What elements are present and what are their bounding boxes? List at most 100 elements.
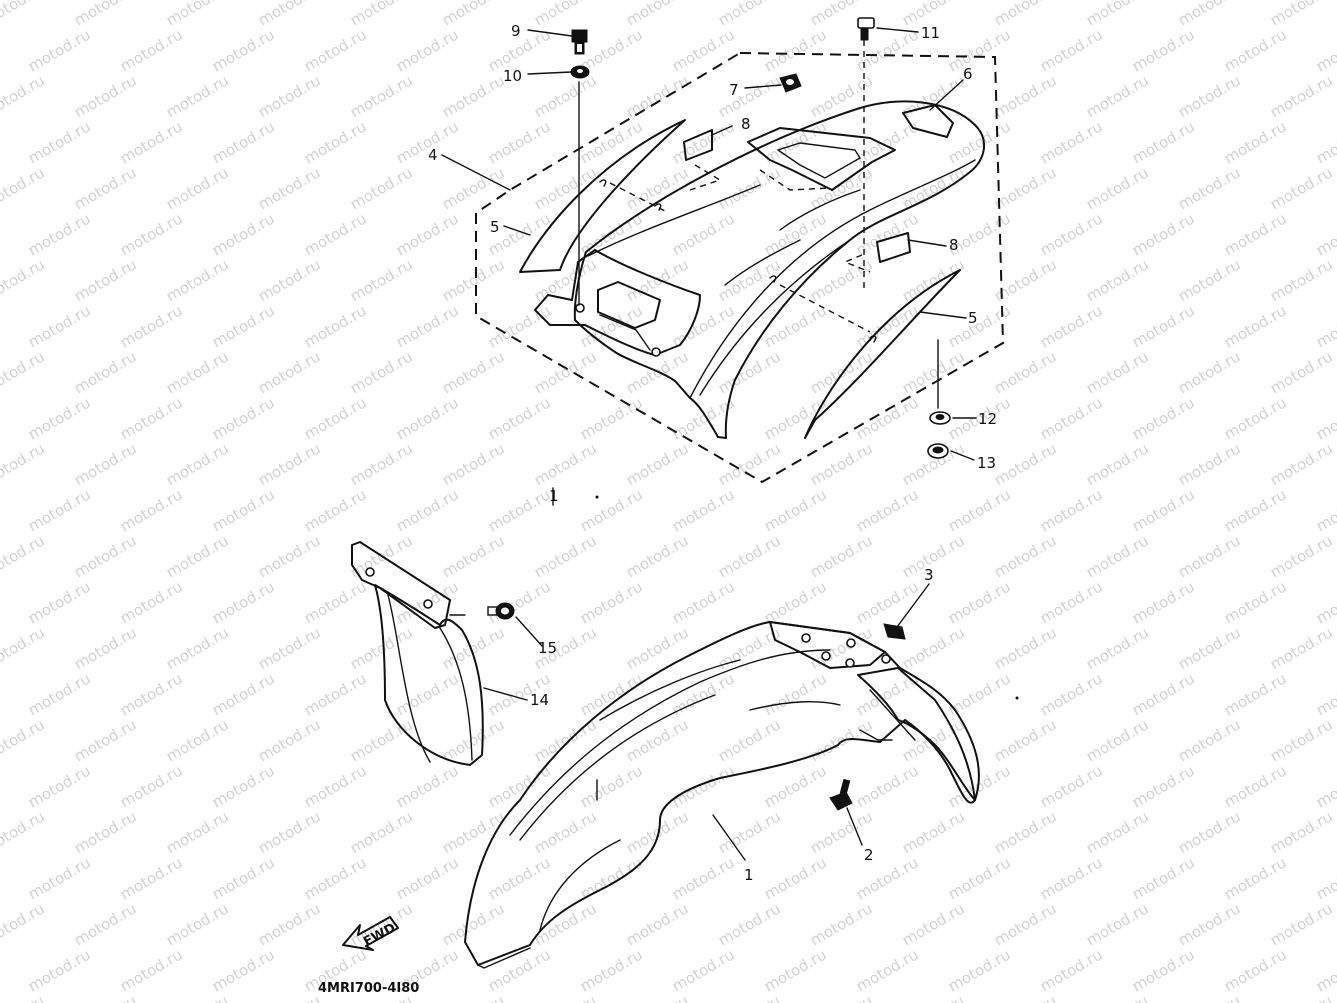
watermark-text: motod.ru	[1267, 347, 1336, 397]
watermark-text: motod.ru	[1313, 117, 1337, 167]
watermark-text: motod.ru	[439, 899, 508, 949]
watermark-text: motod.ru	[301, 25, 370, 75]
watermark-text: motod.ru	[623, 807, 692, 857]
watermark-text: motod.ru	[531, 0, 600, 29]
fender-ridge	[724, 239, 801, 286]
watermark-text: motod.ru	[117, 669, 186, 719]
callout-14: 14	[530, 691, 549, 709]
bolt-11	[857, 17, 875, 41]
watermark-text: motod.ru	[899, 623, 968, 673]
watermark-text: motod.ru	[1129, 945, 1198, 995]
watermark-text: motod.ru	[761, 853, 830, 903]
watermark-text: motod.ru	[1083, 623, 1152, 673]
watermark-text: motod.ru	[577, 669, 646, 719]
watermark-text: motod.ru	[163, 991, 232, 1003]
watermark-text: motod.ru	[25, 669, 94, 719]
watermark-text: motod.ru	[25, 761, 94, 811]
watermark-text: motod.ru	[1175, 0, 1244, 29]
watermark-text: motod.ru	[1221, 301, 1290, 351]
watermark-text: motod.ru	[0, 0, 48, 29]
watermark-text: motod.ru	[255, 71, 324, 121]
watermark-text: motod.ru	[623, 0, 692, 29]
watermark-text: motod.ru	[209, 485, 278, 535]
watermark-text: motod.ru	[71, 991, 140, 1003]
grommet-7	[779, 73, 802, 93]
watermark-text: motod.ru	[761, 761, 830, 811]
watermark-text: motod.ru	[117, 117, 186, 167]
watermark-text: motod.ru	[163, 71, 232, 121]
watermark-text: motod.ru	[71, 623, 140, 673]
emblem-8-upper	[683, 129, 713, 161]
watermark-text: motod.ru	[623, 899, 692, 949]
watermark-text: motod.ru	[1083, 347, 1152, 397]
watermark-text: motod.ru	[669, 577, 738, 627]
watermark-text: motod.ru	[1129, 485, 1198, 535]
watermark-text: motod.ru	[163, 163, 232, 213]
watermark-text: motod.ru	[991, 899, 1060, 949]
watermark-text: motod.ru	[899, 899, 968, 949]
watermark-text: motod.ru	[71, 899, 140, 949]
callout-2: 2	[864, 846, 874, 864]
watermark-text: motod.ru	[1175, 899, 1244, 949]
watermark-text: motod.ru	[25, 945, 94, 995]
watermark-text: motod.ru	[71, 531, 140, 581]
watermark-text: motod.ru	[117, 761, 186, 811]
mud-flap-body	[374, 584, 484, 766]
watermark-text: motod.ru	[1129, 669, 1198, 719]
watermark-text: motod.ru	[1175, 71, 1244, 121]
watermark-text: motod.ru	[1175, 439, 1244, 489]
watermark-text: motod.ru	[715, 0, 784, 29]
watermark-text: motod.ru	[301, 853, 370, 903]
watermark-text: motod.ru	[991, 439, 1060, 489]
watermark-text: motod.ru	[531, 531, 600, 581]
watermark-text: motod.ru	[761, 393, 830, 443]
watermark-text: motod.ru	[1267, 807, 1336, 857]
watermark-text: motod.ru	[163, 255, 232, 305]
watermark-text: motod.ru	[25, 393, 94, 443]
watermark-text: motod.ru	[761, 485, 830, 535]
bolt-2	[829, 778, 853, 811]
watermark-text: motod.ru	[1175, 255, 1244, 305]
rear-fender-front-flap	[534, 249, 701, 356]
watermark-text: motod.ru	[807, 347, 876, 397]
watermark-text: motod.ru	[163, 439, 232, 489]
watermark-text: motod.ru	[1221, 945, 1290, 995]
watermark-text: motod.ru	[439, 991, 508, 1003]
watermark-text: motod.ru	[899, 807, 968, 857]
watermark-text: motod.ru	[761, 209, 830, 259]
callout-12: 12	[978, 410, 997, 428]
watermark-text: motod.ru	[71, 715, 140, 765]
watermark-text: motod.ru	[301, 577, 370, 627]
front-fender-ridge	[509, 649, 831, 836]
watermark-text: motod.ru	[255, 623, 324, 673]
watermark-text: motod.ru	[1313, 853, 1337, 903]
watermark-text: motod.ru	[163, 347, 232, 397]
watermark-text: motod.ru	[209, 577, 278, 627]
watermark-text: motod.ru	[209, 25, 278, 75]
watermark-text: motod.ru	[255, 899, 324, 949]
washer-10	[570, 65, 590, 79]
watermark-text: motod.ru	[1313, 761, 1337, 811]
watermark-text: motod.ru	[0, 623, 48, 673]
watermark-text: motod.ru	[577, 577, 646, 627]
watermark-text: motod.ru	[1313, 945, 1337, 995]
side-decal-5-right	[804, 269, 961, 439]
watermark-text: motod.ru	[1221, 485, 1290, 535]
watermark-text: motod.ru	[1313, 577, 1337, 627]
fender-ridge	[779, 189, 861, 231]
watermark-text: motod.ru	[1267, 71, 1336, 121]
callout-8: 8	[949, 236, 959, 254]
taillight-recess	[747, 127, 896, 191]
watermark-text: motod.ru	[761, 577, 830, 627]
watermark-text: motod.ru	[0, 715, 48, 765]
watermark-text: motod.ru	[117, 25, 186, 75]
watermark-text: motod.ru	[1083, 255, 1152, 305]
watermark-text: motod.ru	[209, 209, 278, 259]
watermark-text: motod.ru	[301, 301, 370, 351]
side-decal-5-left	[519, 119, 686, 273]
watermark-text: motod.ru	[991, 715, 1060, 765]
watermark-text: motod.ru	[1313, 209, 1337, 259]
watermark-text: motod.ru	[117, 853, 186, 903]
watermark-text: motod.ru	[531, 347, 600, 397]
watermark-text: motod.ru	[807, 439, 876, 489]
